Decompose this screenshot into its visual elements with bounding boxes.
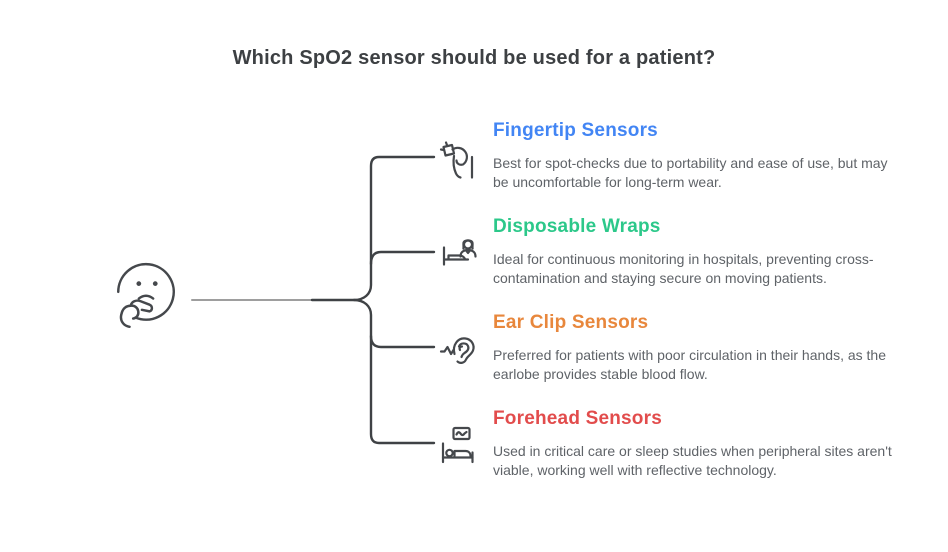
branch-description: Best for spot-checks due to portability …	[493, 155, 888, 190]
branch-forehead-sensors: Forehead Sensors Used in critical care o…	[437, 408, 907, 480]
branch-line-forehead	[352, 298, 436, 445]
branch-line-earclip	[369, 334, 436, 349]
hand-on-chin	[119, 299, 154, 329]
branch-description: Preferred for patients with poor circula…	[493, 347, 886, 382]
thinking-face-icon	[117, 262, 175, 329]
branch-line-disposable	[369, 250, 436, 266]
branch-heading: Ear Clip Sensors	[493, 312, 649, 333]
branch-ear-clip-sensors: Ear Clip Sensors Preferred for patients …	[437, 312, 907, 384]
face-outline	[117, 262, 175, 321]
sleep-study-bed-monitor-icon	[441, 426, 474, 464]
thumb	[129, 304, 140, 320]
frown-mouth	[137, 294, 155, 300]
branch-description: Used in critical care or sleep studies w…	[493, 443, 892, 478]
page-title: Which SpO2 sensor should be used for a p…	[232, 47, 716, 69]
branch-disposable-wraps: Disposable Wraps Ideal for continuous mo…	[437, 216, 907, 288]
branch-line-fingertip	[310, 155, 436, 302]
branch-heading: Disposable Wraps	[493, 216, 661, 237]
branch-description: Ideal for continuous monitoring in hospi…	[493, 251, 874, 286]
ear-waveform-icon	[439, 337, 475, 364]
branch-fingertip-sensors: Fingertip Sensors Best for spot-checks d…	[437, 120, 907, 192]
branch-heading: Forehead Sensors	[493, 408, 662, 429]
nurse-hospital-bed-icon	[442, 239, 477, 266]
branch-heading: Fingertip Sensors	[493, 120, 658, 141]
fingertip-sensor-icon	[439, 141, 474, 179]
